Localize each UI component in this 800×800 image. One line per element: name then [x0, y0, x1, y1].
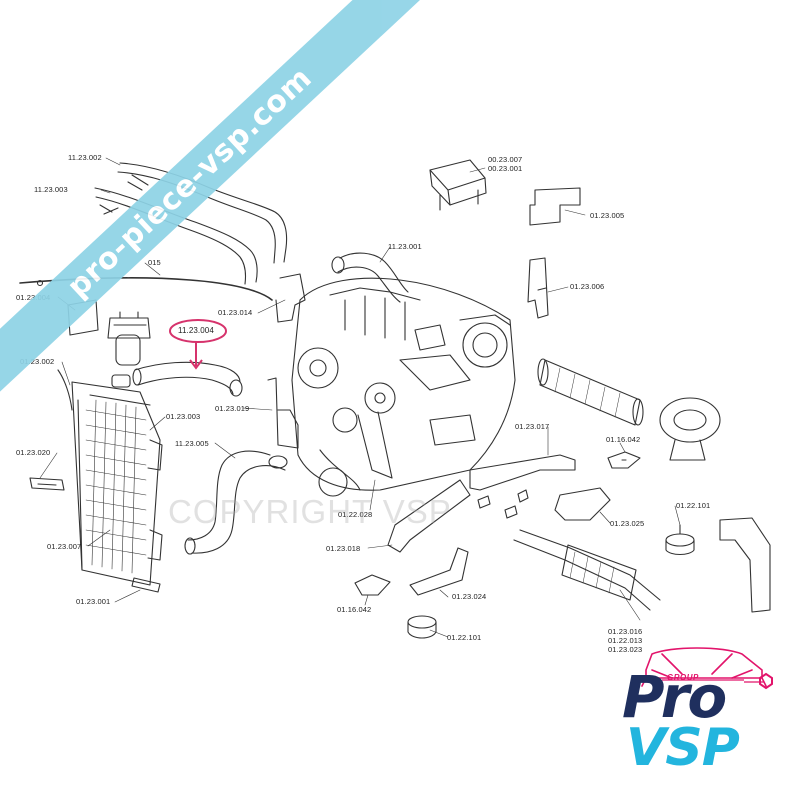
fuel-filter [107, 311, 151, 366]
part-label: 01.23.007 [47, 542, 82, 551]
copyright-watermark: COPYRIGHT VSP [168, 493, 452, 530]
part-label: 01.23.001 [76, 597, 111, 606]
relay-part-numbers: 00.23.007 00.23.001 [488, 155, 522, 173]
mount-01-16-042-bottom [354, 574, 391, 596]
bracket-01-23-018 [387, 479, 471, 553]
part-label: 01.23.024 [452, 592, 487, 601]
part-label: 00.23.001 [488, 164, 523, 173]
part-label: 11.23.001 [388, 242, 422, 251]
hose-11-23-004 [132, 361, 243, 397]
part-label: 11.23.002 [68, 153, 102, 162]
bracket-01-23-005 [529, 187, 581, 226]
logo-pro-text: Pro [622, 663, 727, 731]
part-label: 01.22.013 [608, 636, 643, 645]
part-label: 01.16.042 [606, 435, 641, 444]
part-label: 01.23.005 [590, 211, 625, 220]
bolts [477, 489, 529, 519]
part-label: 01.23.002 [20, 357, 55, 366]
hose-11-23-001 [331, 252, 409, 303]
relay-00-23-007 [429, 159, 487, 211]
engine-mount-01-22-101-left [407, 615, 437, 639]
highlighted-part-label: 11.23.004 [178, 326, 214, 335]
bracket-01-23-024 [409, 547, 469, 596]
pro-vsp-logo: GROUP Pro VSP [612, 640, 792, 790]
exhaust-part-numbers: 01.23.016 01.22.013 01.23.023 [608, 627, 642, 654]
engine-block [291, 277, 516, 497]
bracket-01-23-025 [554, 487, 611, 521]
bracket-01-23-020 [29, 477, 65, 491]
part-label: 01.23.018 [326, 544, 361, 553]
lower-hose-11-23-005 [184, 450, 288, 555]
radiator [57, 369, 163, 593]
bracket-01-23-019 [267, 377, 299, 449]
air-filter [537, 358, 721, 461]
car-outline-icon [641, 647, 773, 690]
part-label: 11.23.005 [175, 439, 209, 448]
part-label: 015 [148, 258, 161, 267]
part-label: 11.23.003 [34, 185, 68, 194]
bracket-01-23-006 [527, 257, 549, 319]
mount-01-16-042-top [607, 451, 641, 469]
part-label: 01.23.020 [16, 448, 51, 457]
part-label: 01.23.006 [570, 282, 605, 291]
exhaust-pipe [513, 517, 771, 613]
part-label: 01.16.042 [337, 605, 372, 614]
part-label: 01.22.101 [676, 501, 711, 510]
part-label: 01.23.003 [166, 412, 201, 421]
part-label: 01.23.023 [608, 645, 643, 654]
part-label: 01.23.017 [515, 422, 550, 431]
bracket-01-23-014 [275, 273, 306, 323]
part-label: 01.23.019 [215, 404, 250, 413]
part-label: 01.23.025 [610, 519, 645, 528]
logo-group-text: GROUP [667, 673, 699, 682]
highlight-marker [169, 319, 227, 370]
bracket-01-23-017 [469, 454, 576, 491]
engine-mount-01-22-101-right [665, 524, 695, 556]
logo-vsp-text: VSP [626, 718, 740, 778]
part-label: 01.22.101 [447, 633, 482, 642]
part-label: 01.22.028 [338, 510, 373, 519]
part-label: 00.23.007 [488, 155, 523, 164]
part-label: 01.23.014 [218, 308, 253, 317]
part-label: 01.23.016 [608, 627, 643, 636]
